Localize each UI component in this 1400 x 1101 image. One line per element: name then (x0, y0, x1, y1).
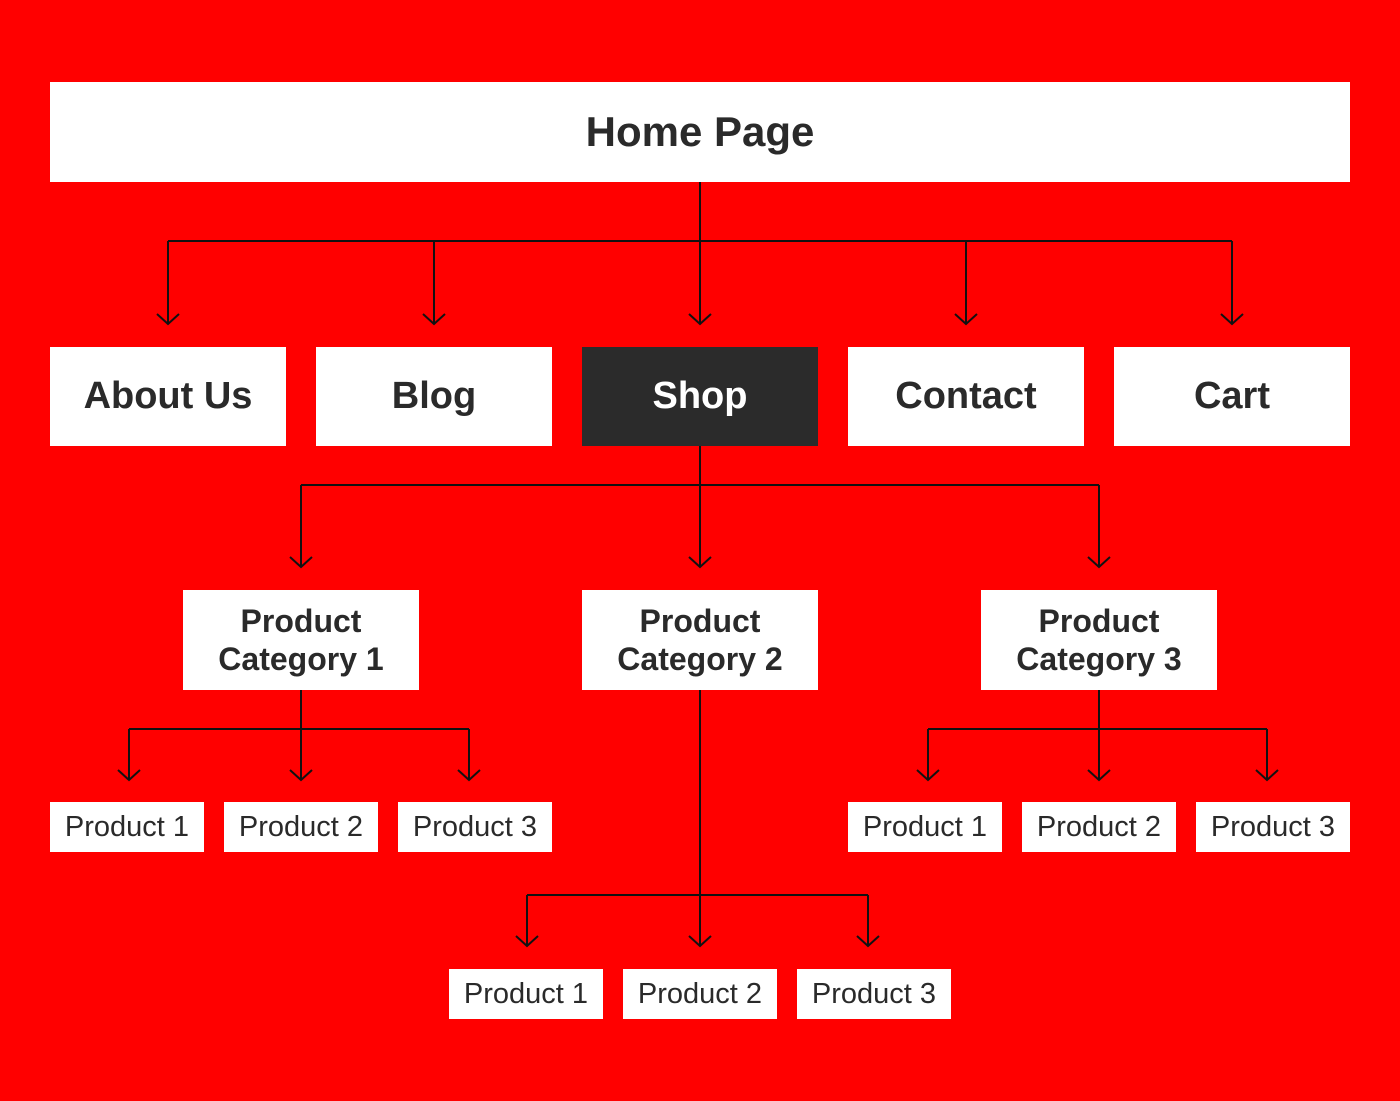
shop-connector-arrow-3 (1087, 556, 1111, 569)
category-3-connector-arrow-1 (916, 769, 940, 782)
node-cat2-product-3: Product 3 (797, 969, 951, 1019)
node-product-category-2: Product Category 2 (582, 590, 818, 690)
shop-connector-arrow-2 (688, 556, 712, 569)
node-cat1-product-2: Product 2 (224, 802, 378, 852)
category-1-connector-arrow-2 (289, 769, 313, 782)
category-1-connector-arrow-1 (117, 769, 141, 782)
home-connector-arrow-3 (688, 313, 712, 326)
node-cat3-product-2: Product 2 (1022, 802, 1176, 852)
node-blog: Blog (316, 347, 552, 446)
node-cat3-product-1: Product 1 (848, 802, 1002, 852)
node-product-category-1: Product Category 1 (183, 590, 419, 690)
home-connector-arrow-4 (954, 313, 978, 326)
node-cat1-product-3: Product 3 (398, 802, 552, 852)
node-cat1-product-1: Product 1 (50, 802, 204, 852)
node-contact: Contact (848, 347, 1084, 446)
home-connector-arrow-5 (1220, 313, 1244, 326)
category-2-connector-arrow-3 (856, 935, 880, 948)
node-about-us: About Us (50, 347, 286, 446)
node-shop: Shop (582, 347, 818, 446)
node-product-category-3: Product Category 3 (981, 590, 1217, 690)
shop-connector-arrow-1 (289, 556, 313, 569)
node-home-page: Home Page (50, 82, 1350, 182)
category-1-connector-arrow-3 (457, 769, 481, 782)
node-cart: Cart (1114, 347, 1350, 446)
category-3-connector-arrow-2 (1087, 769, 1111, 782)
node-cat2-product-2: Product 2 (623, 969, 777, 1019)
home-connector-arrow-1 (156, 313, 180, 326)
node-cat2-product-1: Product 1 (449, 969, 603, 1019)
category-3-connector-arrow-3 (1255, 769, 1279, 782)
node-cat3-product-3: Product 3 (1196, 802, 1350, 852)
category-2-connector-arrow-1 (515, 935, 539, 948)
home-connector-arrow-2 (422, 313, 446, 326)
category-2-connector-arrow-2 (688, 935, 712, 948)
